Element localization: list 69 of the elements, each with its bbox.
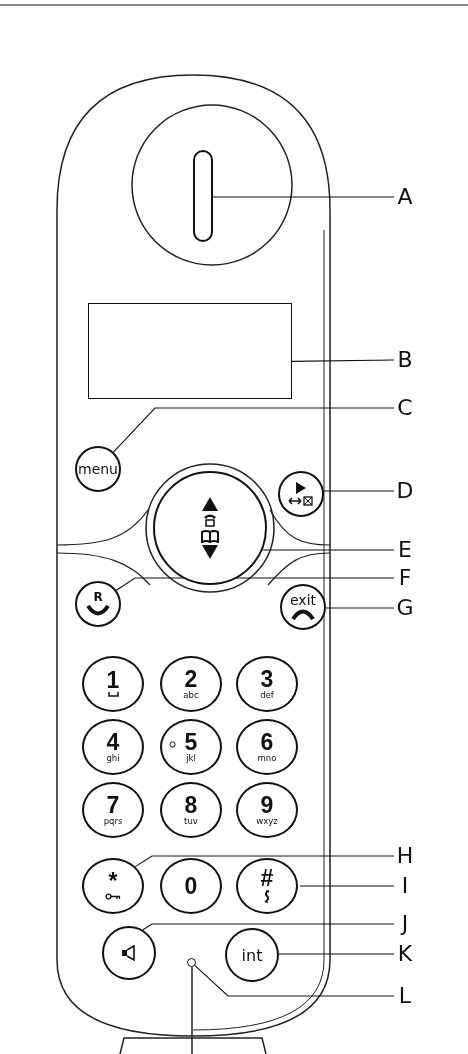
key-digit: 3 bbox=[260, 668, 274, 690]
navigation-key bbox=[153, 471, 267, 585]
callout-letter: D bbox=[394, 479, 416, 503]
button bbox=[75, 446, 121, 492]
leader-line bbox=[299, 885, 395, 887]
button-label: R bbox=[93, 591, 103, 604]
callout-letter: I bbox=[394, 874, 416, 898]
leader-line bbox=[291, 359, 395, 362]
keypad-key bbox=[160, 719, 222, 775]
button-label: exit bbox=[290, 593, 316, 608]
button-label: int bbox=[241, 946, 263, 964]
leader-line bbox=[142, 923, 395, 931]
keypad-key bbox=[160, 656, 222, 712]
callout-letter: E bbox=[394, 538, 416, 562]
display-screen bbox=[88, 303, 292, 399]
leader-line bbox=[194, 964, 395, 997]
keypad-key bbox=[236, 656, 298, 712]
button bbox=[102, 926, 156, 980]
key-digit: 5 bbox=[184, 731, 198, 753]
callout-letter: C bbox=[394, 396, 416, 420]
leader-line bbox=[261, 549, 395, 551]
key-digit: 4 bbox=[106, 731, 120, 753]
callout-letter: K bbox=[394, 942, 416, 966]
key-letters: mno bbox=[257, 752, 277, 763]
key-digit: # bbox=[260, 868, 274, 889]
key-digit: 7 bbox=[106, 794, 120, 816]
key-digit: * bbox=[108, 871, 118, 892]
key-letters: tuv bbox=[184, 815, 198, 826]
keypad-key bbox=[82, 782, 144, 838]
key-digit: 9 bbox=[260, 794, 274, 816]
button bbox=[280, 584, 326, 630]
key-letters: pqrs bbox=[103, 815, 123, 826]
keypad-key bbox=[160, 858, 222, 914]
key-digit: 6 bbox=[260, 731, 274, 753]
leader-line bbox=[212, 196, 395, 198]
key-digit: 0 bbox=[184, 875, 198, 897]
leader-line bbox=[278, 953, 395, 955]
button bbox=[278, 471, 324, 517]
key-letters: wxyz bbox=[256, 815, 278, 826]
button bbox=[225, 928, 279, 982]
leader-line bbox=[112, 407, 395, 453]
keypad-key bbox=[82, 858, 144, 914]
keypad-key bbox=[236, 719, 298, 775]
keypad-key bbox=[82, 719, 144, 775]
leader-line bbox=[134, 855, 395, 868]
key-letters: abc bbox=[183, 689, 199, 700]
keypad-key bbox=[82, 656, 144, 712]
callout-letter: G bbox=[394, 596, 416, 620]
earpiece-slot bbox=[193, 150, 213, 242]
callout-letter: H bbox=[394, 844, 416, 868]
keypad-key bbox=[160, 782, 222, 838]
leader-line bbox=[325, 607, 395, 609]
callout-letter: A bbox=[394, 185, 416, 209]
callout-letter: F bbox=[394, 566, 416, 590]
button-label: menu bbox=[78, 461, 118, 477]
key-digit: 8 bbox=[184, 794, 198, 816]
keypad-key bbox=[236, 782, 298, 838]
keypad-key bbox=[236, 858, 298, 914]
key-digit: 1 bbox=[106, 670, 120, 691]
key-digit: 2 bbox=[184, 668, 198, 690]
button bbox=[75, 581, 121, 627]
callout-letter: L bbox=[394, 984, 416, 1008]
callout-letter: B bbox=[394, 348, 416, 372]
microphone-hole bbox=[187, 958, 196, 967]
key-letters: def bbox=[260, 689, 274, 700]
callout-letter: J bbox=[394, 912, 416, 936]
key-letters: ghi bbox=[106, 752, 120, 763]
key-letters: jkl bbox=[186, 752, 196, 763]
leader-line bbox=[323, 490, 395, 492]
